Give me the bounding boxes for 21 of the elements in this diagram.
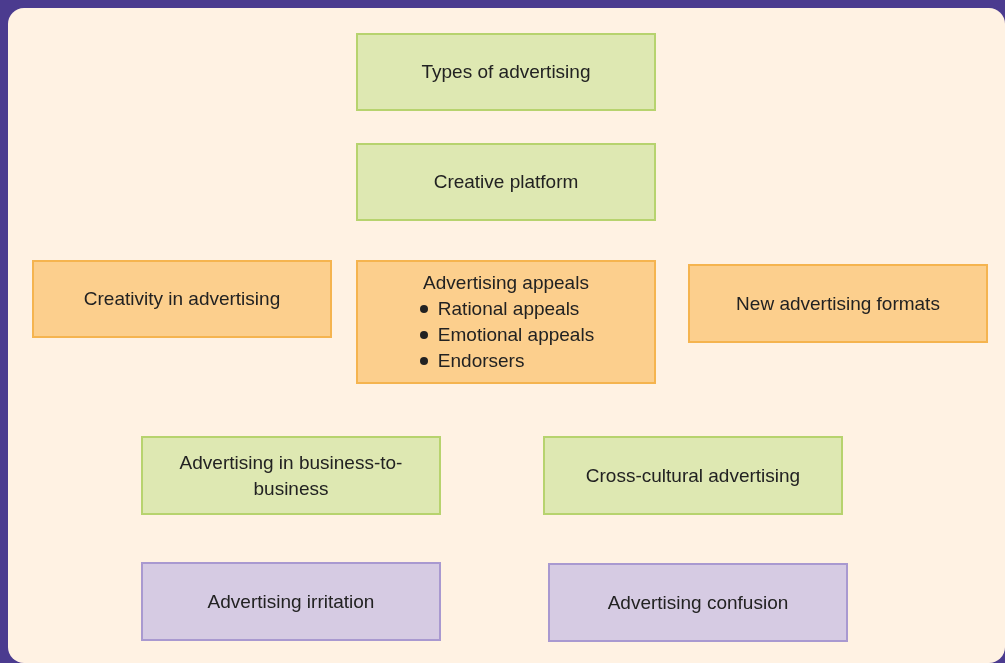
topic-box <box>548 563 848 642</box>
topic-title: New advertising formats <box>736 291 940 316</box>
topic-box <box>356 33 656 111</box>
topic-box <box>543 436 843 515</box>
topic-title: Types of advertising <box>421 60 591 84</box>
topic-box <box>141 436 441 515</box>
topic-box <box>688 264 988 343</box>
list-item: Rational appeals <box>437 297 580 321</box>
topic-title: Creativity in advertising <box>83 287 281 311</box>
topic-box <box>356 260 656 384</box>
topic-box <box>141 562 441 641</box>
list-item: Emotional appeals <box>437 323 595 347</box>
topic-title: Advertising irritation <box>207 589 375 614</box>
topic-box <box>32 260 332 338</box>
list-item: Endorsers <box>437 349 525 373</box>
topic-title: Creative platform <box>433 170 579 194</box>
topic-box <box>356 143 656 221</box>
topic-title: Advertising appeals <box>423 271 589 295</box>
topic-title: Advertising confusion <box>607 590 789 615</box>
topic-title: Cross-cultural advertising <box>585 463 801 488</box>
topic-title: Advertising in business-to-business <box>178 450 404 501</box>
